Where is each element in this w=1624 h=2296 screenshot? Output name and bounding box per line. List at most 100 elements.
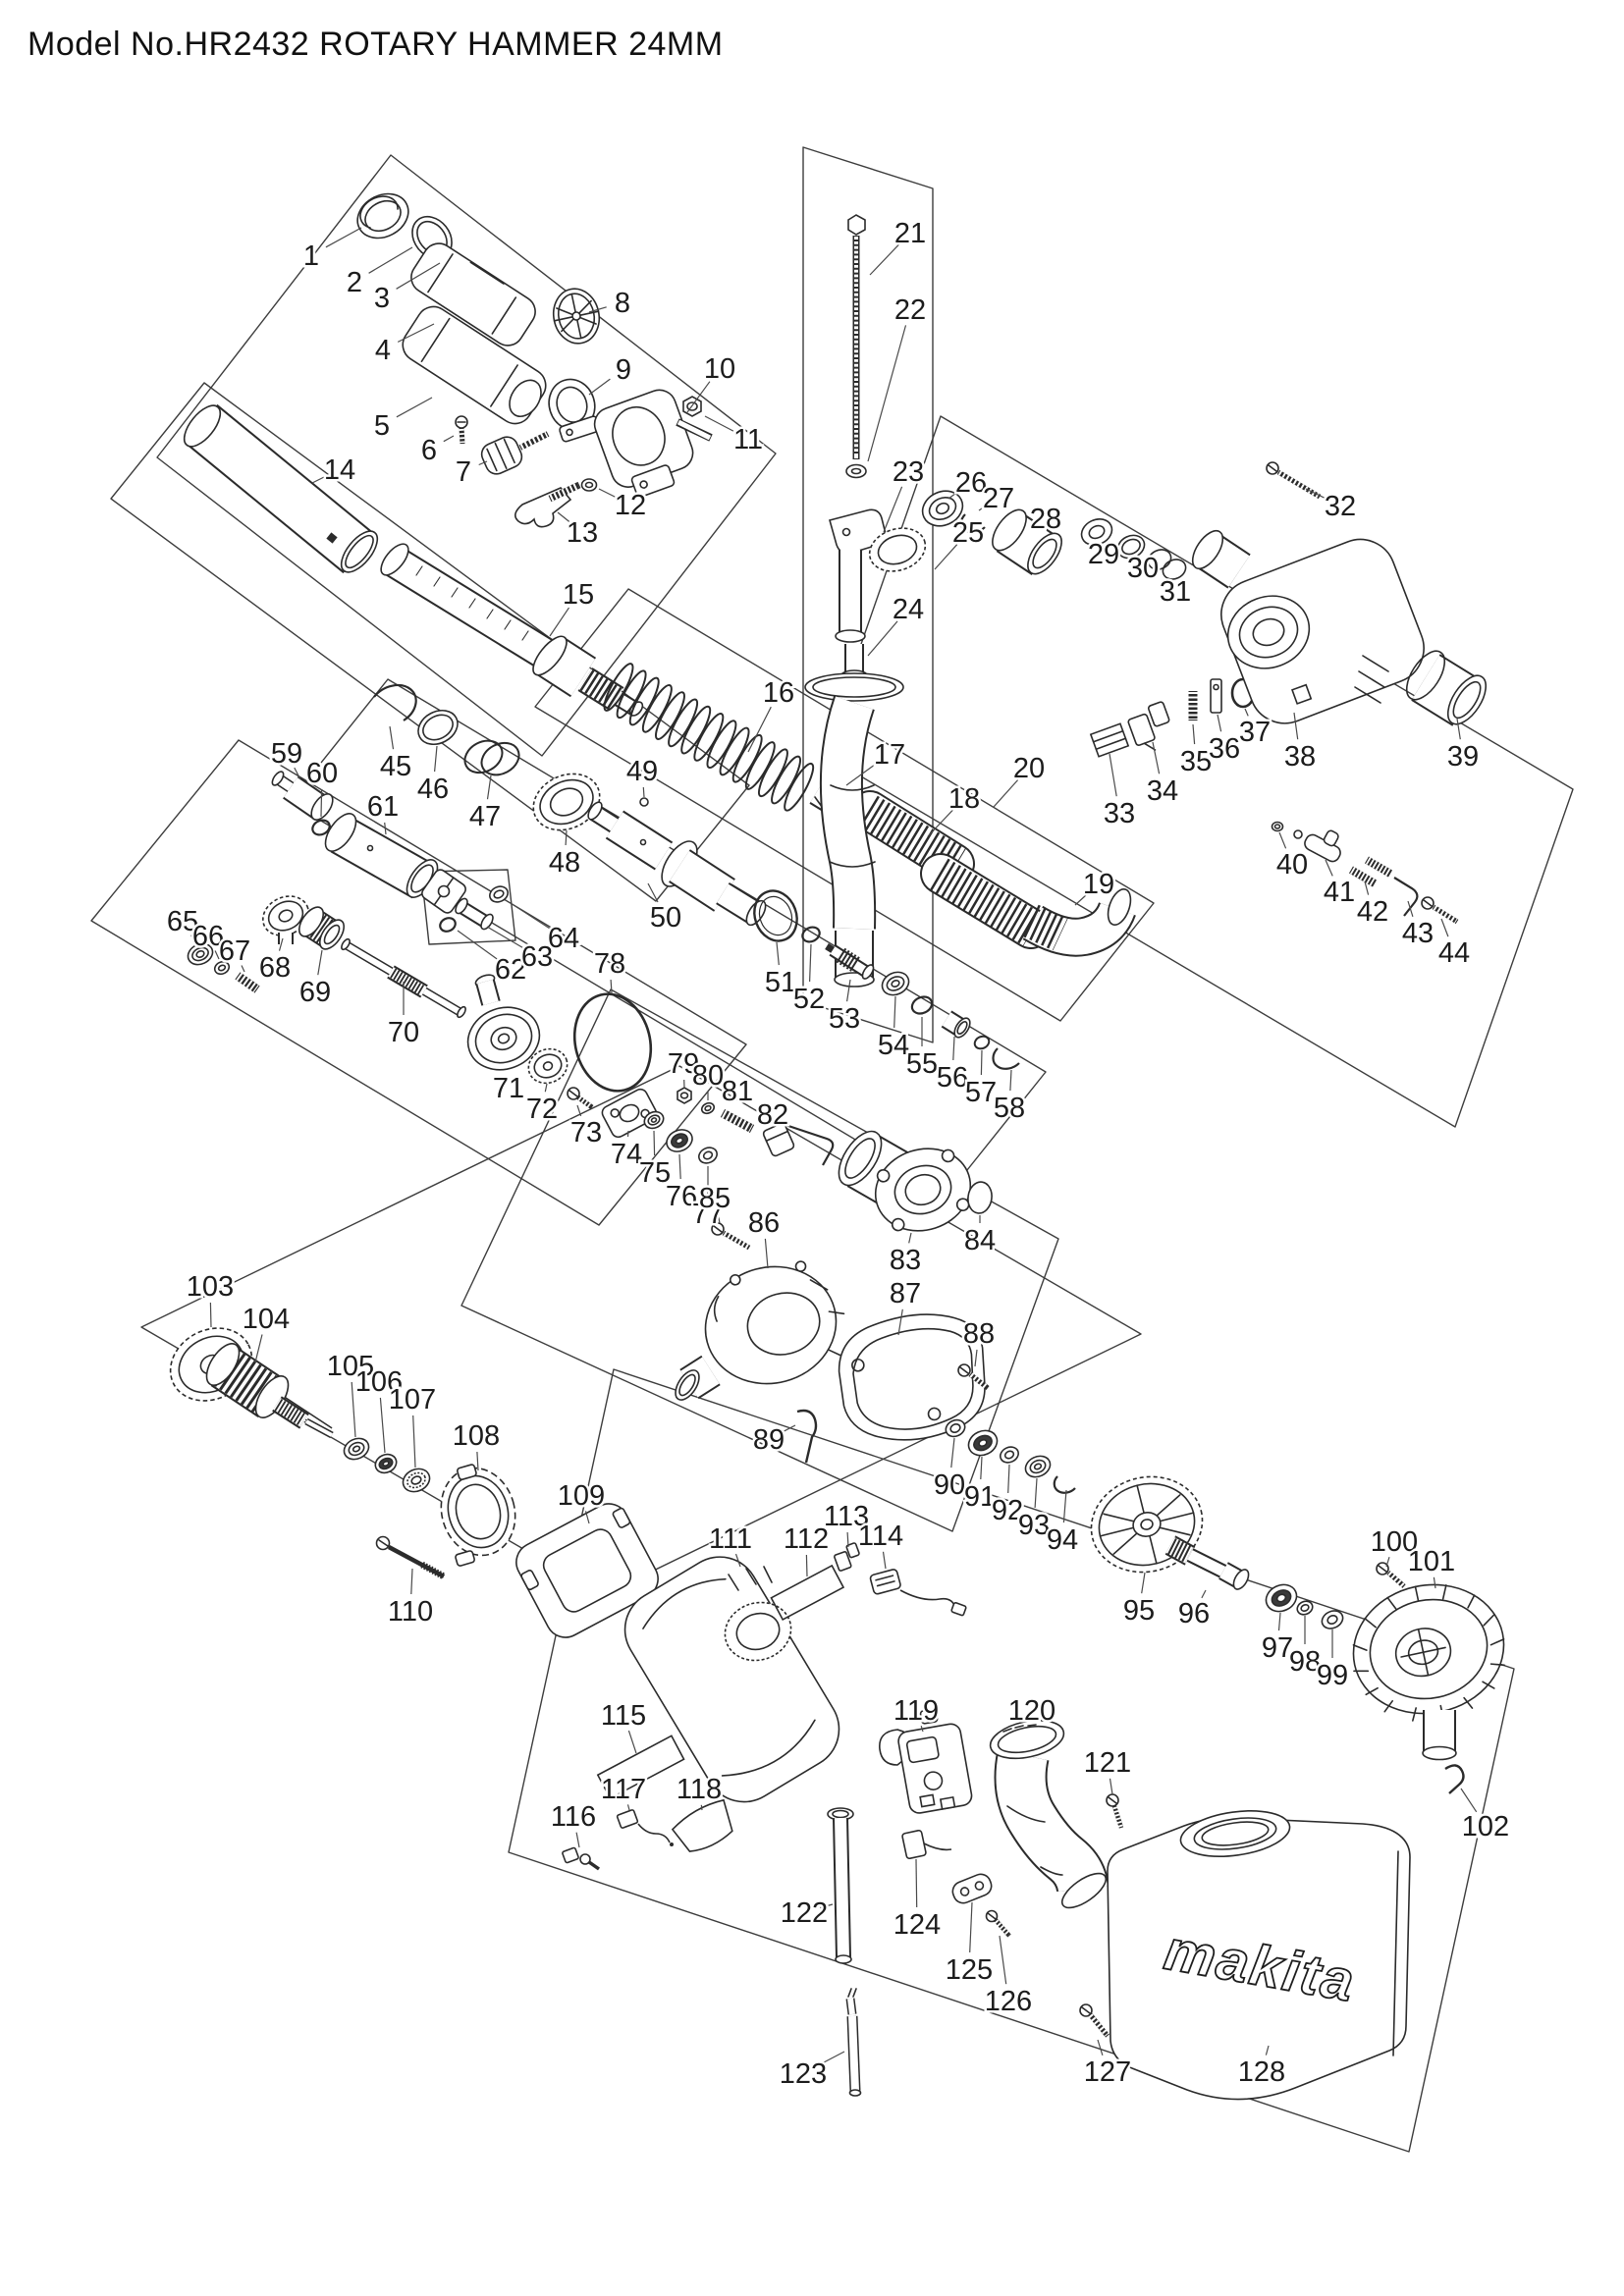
leader-96 [1201, 1589, 1207, 1599]
part-oring-78 [572, 992, 653, 1093]
leader-113 [846, 1531, 849, 1548]
part-spindle-50 [587, 801, 767, 927]
part-label-76: 76 [666, 1181, 697, 1212]
part-label-89: 89 [753, 1424, 785, 1456]
part-plate-36 [1210, 678, 1222, 714]
leader-93 [1034, 1477, 1038, 1509]
part-brush-cap-33 [1089, 722, 1130, 758]
part-label-79: 79 [668, 1048, 699, 1080]
part-label-113: 113 [824, 1501, 869, 1532]
part-label-29: 29 [1088, 539, 1119, 570]
leader-23 [883, 486, 903, 533]
part-label-45: 45 [380, 751, 411, 782]
leader-91 [980, 1456, 983, 1480]
part-bearing-76 [666, 1129, 693, 1152]
part-label-54: 54 [878, 1030, 909, 1061]
leader-117 [626, 1804, 630, 1811]
leader-47 [486, 774, 492, 800]
part-clutch-69 [298, 906, 346, 950]
part-spring-67 [235, 972, 260, 993]
leader-44 [1440, 918, 1449, 937]
leader-27 [978, 506, 986, 511]
part-label-50: 50 [650, 902, 681, 934]
leader-62 [457, 930, 498, 960]
leader-65 [190, 934, 197, 945]
part-label-72: 72 [526, 1094, 558, 1125]
part-label-30: 30 [1127, 553, 1159, 584]
part-elbow-19 [1022, 888, 1136, 957]
part-ring-cap-39 [1405, 650, 1488, 726]
part-washer-99 [1321, 1610, 1344, 1629]
part-case-128: makita [1107, 1810, 1411, 2101]
leader-40 [1278, 831, 1287, 849]
part-label-16: 16 [763, 677, 794, 709]
part-label-82: 82 [757, 1099, 788, 1131]
part-label-92: 92 [992, 1495, 1023, 1526]
part-spring-rings-47 [463, 739, 520, 776]
part-ball-49 [639, 797, 649, 807]
leader-48 [565, 829, 568, 846]
group-box-62-64 [420, 869, 516, 945]
part-screw-44 [1421, 896, 1459, 925]
part-washer-66 [213, 960, 231, 976]
part-bearing-107 [402, 1468, 431, 1493]
leader-121 [1109, 1778, 1113, 1795]
part-label-124: 124 [893, 1909, 941, 1941]
leader-9 [588, 378, 611, 396]
part-cylinder-61 [324, 813, 466, 914]
part-label-67: 67 [219, 935, 250, 967]
part-label-117: 117 [601, 1774, 646, 1805]
part-label-5: 5 [374, 410, 390, 442]
leader-86 [764, 1238, 769, 1269]
leader-12 [598, 488, 617, 498]
part-label-102: 102 [1462, 1811, 1509, 1842]
part-label-11: 11 [733, 424, 763, 455]
part-label-75: 75 [639, 1157, 671, 1189]
part-ring-46 [417, 709, 459, 746]
part-plate-112 [770, 1564, 845, 1621]
leader-16 [747, 706, 772, 753]
leader-90 [950, 1437, 955, 1468]
part-label-86: 86 [748, 1207, 780, 1239]
part-handle-120 [989, 1719, 1110, 1909]
part-label-78: 78 [594, 948, 625, 980]
part-label-65: 65 [167, 906, 198, 937]
part-label-1: 1 [303, 240, 319, 272]
part-label-107: 107 [389, 1384, 436, 1415]
leader-87 [897, 1308, 903, 1336]
leader-104 [254, 1334, 263, 1363]
part-clamp-113 [834, 1542, 860, 1572]
part-label-64: 64 [548, 923, 579, 954]
part-label-71: 71 [493, 1073, 524, 1104]
part-label-98: 98 [1289, 1646, 1321, 1678]
part-label-70: 70 [388, 1017, 419, 1048]
leader-2 [368, 246, 413, 274]
part-label-109: 109 [558, 1480, 605, 1512]
leader-106 [379, 1397, 386, 1454]
leader-61 [384, 822, 387, 835]
part-label-14: 14 [324, 454, 355, 486]
part-label-68: 68 [259, 952, 291, 984]
part-circlip-94 [1053, 1475, 1076, 1494]
leader-83 [908, 1232, 912, 1244]
part-label-49: 49 [626, 756, 658, 787]
part-ring-2 [411, 215, 453, 260]
part-label-63: 63 [521, 941, 553, 973]
leader-97 [1277, 1612, 1281, 1631]
part-cord-123 [845, 1988, 862, 2097]
part-label-9: 9 [616, 354, 631, 386]
part-label-66: 66 [192, 921, 224, 952]
part-label-73: 73 [570, 1117, 602, 1148]
part-washer-92 [1000, 1446, 1019, 1464]
parts-artwork: makita [169, 192, 1505, 2101]
leader-17 [845, 763, 877, 786]
part-label-42: 42 [1357, 896, 1388, 928]
part-label-61: 61 [367, 791, 399, 823]
part-label-103: 103 [187, 1271, 234, 1303]
leader-41 [1325, 859, 1333, 877]
part-label-120: 120 [1008, 1695, 1056, 1727]
part-label-125: 125 [946, 1954, 993, 1986]
leader-63 [486, 926, 523, 948]
leader-119 [920, 1726, 924, 1733]
